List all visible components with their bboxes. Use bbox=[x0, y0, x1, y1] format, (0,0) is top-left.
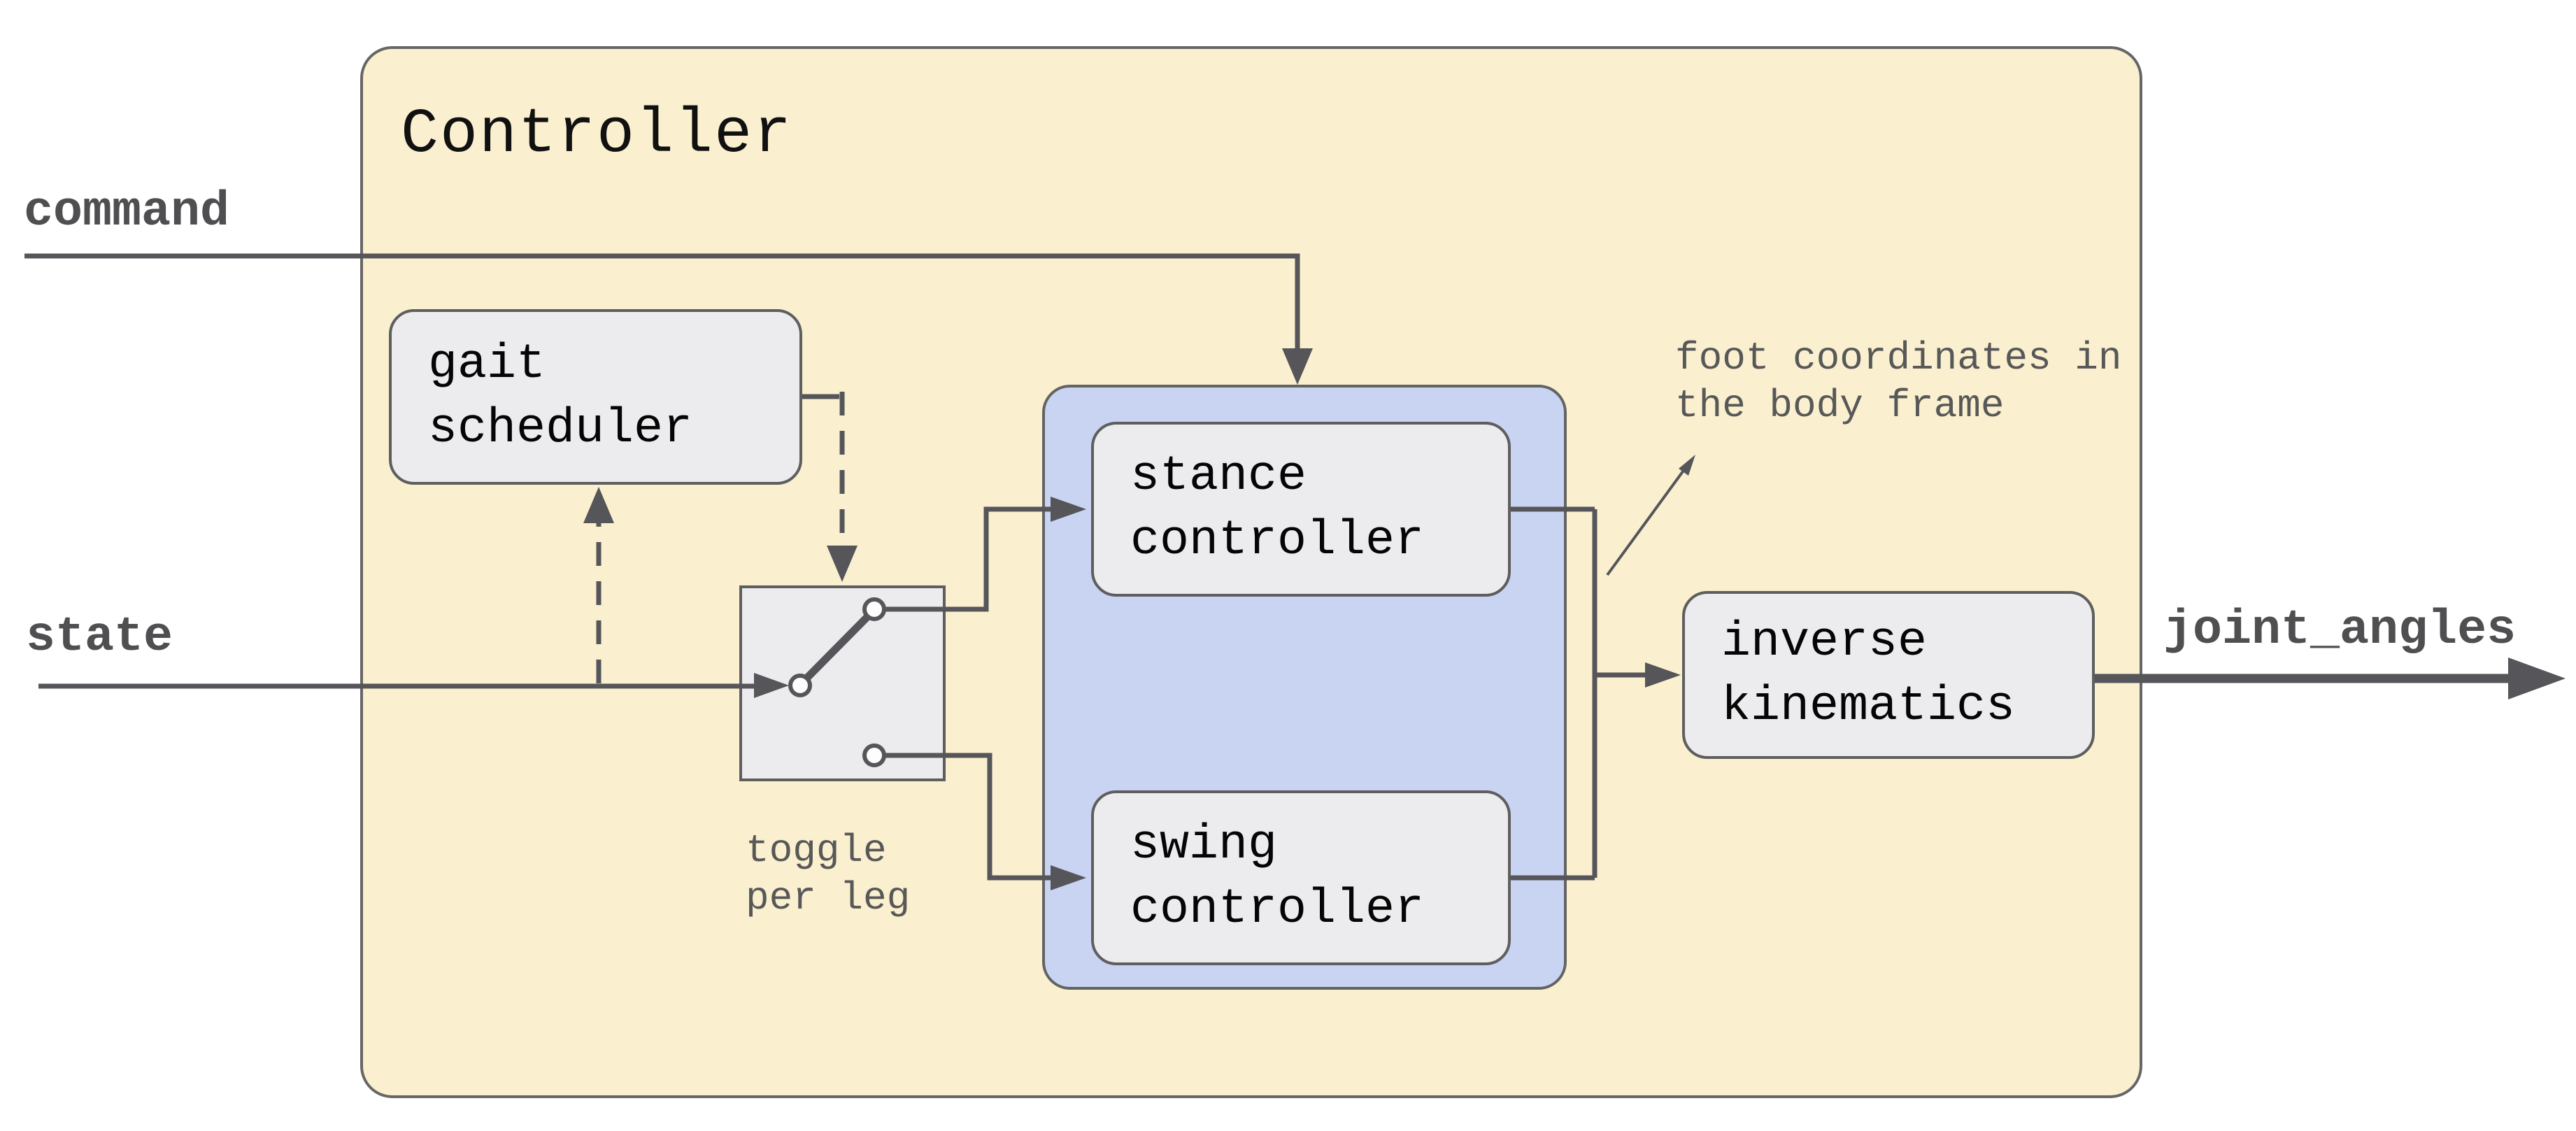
joint-angles-output-label: joint_angles bbox=[2163, 603, 2517, 658]
state-input-label: state bbox=[26, 610, 173, 665]
stance-controller-box: stance controller bbox=[1091, 422, 1511, 597]
inverse-kinematics-box: inverse kinematics bbox=[1682, 591, 2095, 759]
stance-controller-label-line1: stance bbox=[1130, 449, 1307, 504]
swing-controller-label-line1: swing bbox=[1130, 818, 1278, 873]
foot-coordinates-note: foot coordinates in the body frame bbox=[1675, 334, 2122, 429]
inverse-kinematics-label-line2: kinematics bbox=[1721, 679, 2016, 734]
toggle-per-leg-note: toggle per leg bbox=[746, 827, 910, 922]
swing-controller-label-line2: controller bbox=[1130, 882, 1425, 937]
swing-controller-box: swing controller bbox=[1091, 790, 1511, 965]
toggle-per-leg-note-line2: per leg bbox=[746, 876, 911, 920]
foot-coordinates-note-line1: foot coordinates in bbox=[1675, 336, 2122, 380]
stance-controller-label-line2: controller bbox=[1130, 513, 1425, 569]
gait-scheduler-label-line2: scheduler bbox=[428, 401, 693, 457]
inverse-kinematics-label-line1: inverse bbox=[1721, 615, 1928, 670]
controller-title: Controller bbox=[401, 99, 793, 171]
toggle-switch-box bbox=[739, 585, 946, 781]
gait-scheduler-box: gait scheduler bbox=[389, 309, 802, 485]
toggle-per-leg-note-line1: toggle bbox=[746, 828, 887, 873]
foot-coordinates-note-line2: the body frame bbox=[1675, 383, 2005, 428]
command-input-label: command bbox=[24, 185, 230, 240]
joint-angles-arrowhead bbox=[2508, 657, 2566, 699]
gait-scheduler-label-line1: gait bbox=[428, 336, 546, 392]
